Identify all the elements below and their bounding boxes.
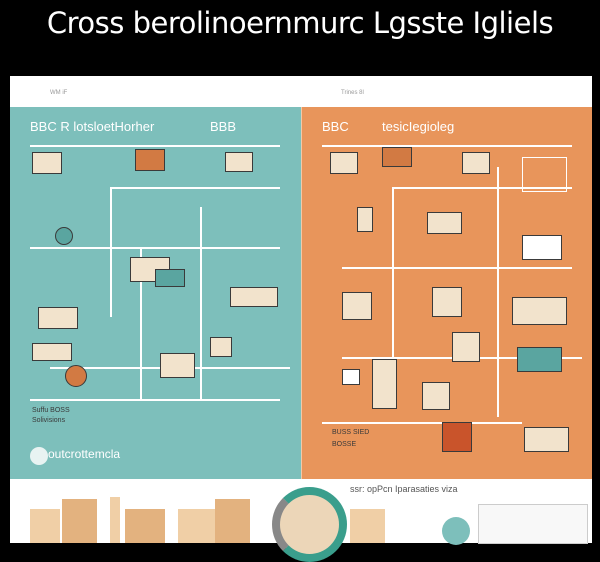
kiosk-icon: [442, 422, 472, 452]
building-icon: [32, 152, 62, 174]
document-icon: [330, 152, 358, 174]
forklift-icon: [522, 235, 562, 260]
chart-doc-icon: [442, 517, 470, 545]
right-caption-1: BUSS SIED: [332, 429, 370, 436]
right-caption-2: BOSSE: [332, 441, 357, 448]
barrel-icon: [522, 157, 567, 192]
left-header: BBC R lotsloetHorher: [30, 119, 155, 134]
rack-icon: [452, 332, 480, 362]
store-icon: [160, 353, 195, 378]
sign-icon: [342, 369, 360, 385]
plant-icon: [524, 427, 569, 452]
left-header-right: BBB: [210, 119, 237, 134]
bottom-section: ssr: opPcn Iparasaties viza: [10, 479, 592, 562]
right-header-right: tesicIegioleg: [382, 119, 455, 134]
dome-icon: [517, 347, 562, 372]
globe-icon: [55, 227, 73, 245]
machine-icon: [427, 212, 462, 234]
left-caption-1: Suffu BOSS: [32, 407, 70, 414]
boxes-icon: [372, 359, 397, 409]
container-icon: [32, 343, 72, 361]
truck-icon: [225, 152, 253, 172]
cabinet-icon: [422, 382, 450, 410]
map-icon: [382, 147, 412, 167]
right-band-text: Trines 8l: [341, 90, 364, 96]
left-footer-label: outcrottemcla: [48, 447, 121, 461]
crate-icon: [210, 337, 232, 357]
right-header: BBC: [322, 119, 349, 134]
left-band-text: WM iF: [50, 90, 68, 96]
drum-icon: [357, 207, 373, 232]
left-caption-2: Solivisions: [32, 417, 66, 424]
globe-logo-icon: [30, 447, 48, 465]
person-icon: [65, 365, 87, 387]
bottom-caption: ssr: opPcn Iparasaties viza: [350, 484, 458, 494]
office-icon: [38, 307, 78, 329]
infographic-panel: WM iF Trines 8l BBC R lotsloetHorher BBB…: [10, 76, 592, 562]
warehouse-icon: [135, 149, 165, 171]
shelf-icon: [432, 287, 462, 317]
inbox-icon: [462, 152, 490, 174]
house-icon: [342, 292, 372, 320]
right-panel: BBC tesicIegioleg BUSS SIED BOSSE: [301, 107, 592, 479]
port-icon: [230, 287, 278, 307]
left-panel: BBC R lotsloetHorher BBB Suffu BOSS Soli…: [10, 107, 301, 479]
depot-icon: [512, 297, 567, 325]
infographic-title: Cross berolinoernmurc Lgsste Igliels: [46, 6, 554, 40]
donut-chart-icon: [272, 487, 347, 562]
ship-icon: [155, 269, 185, 287]
